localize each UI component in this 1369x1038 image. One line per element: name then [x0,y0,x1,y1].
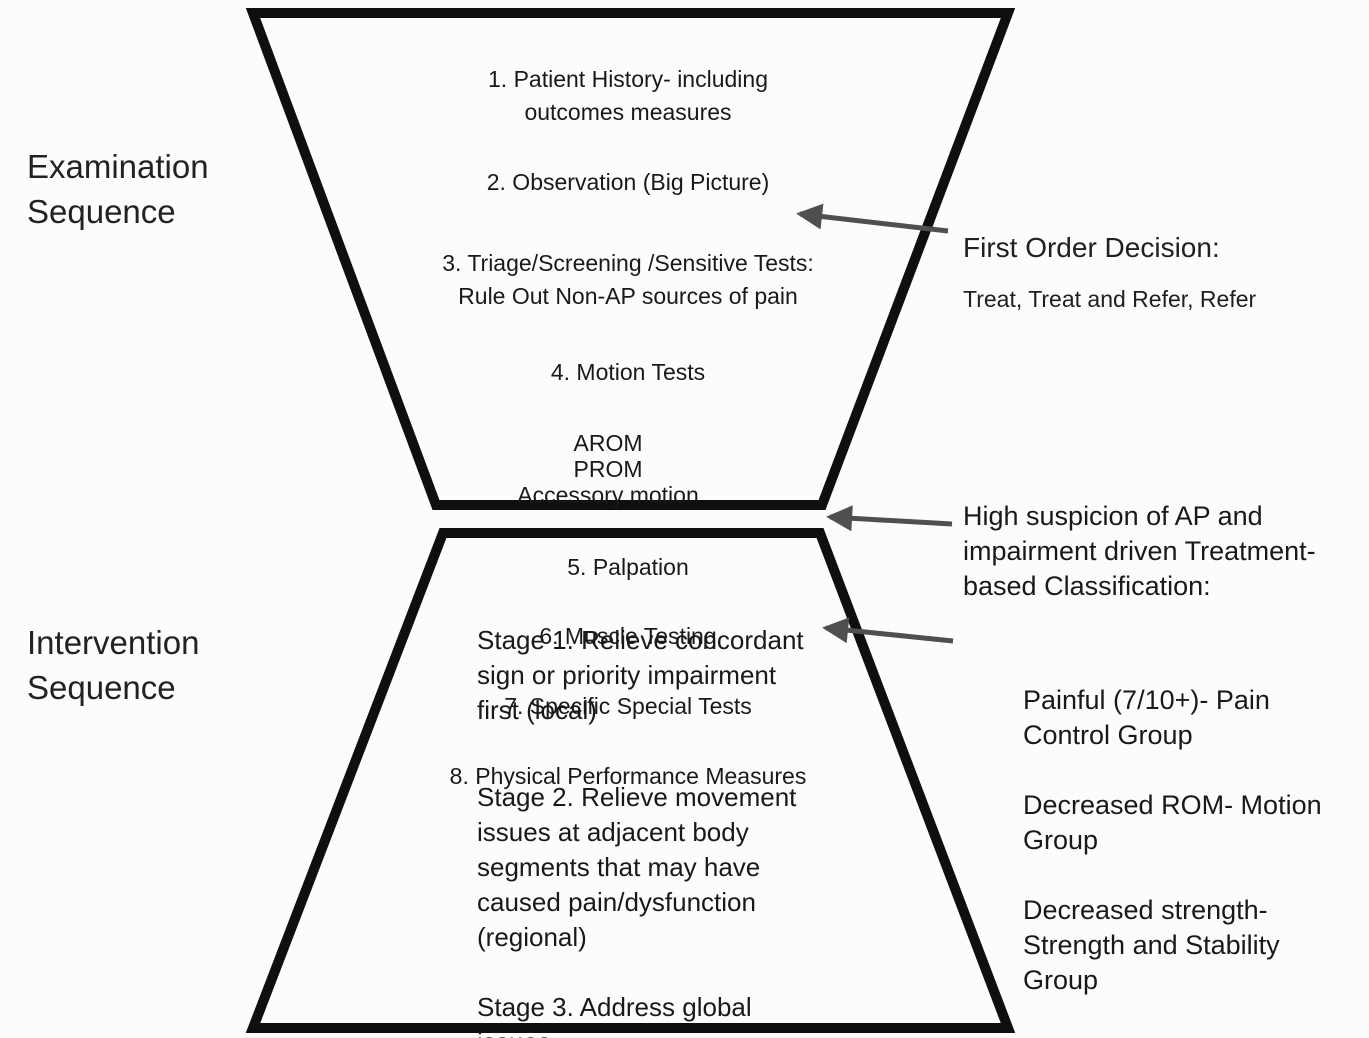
label-examination-sequence: Examination Sequence [27,148,209,230]
classification-note: High suspicion of AP and impairment driv… [963,464,1363,1038]
stage-one-arrow [822,617,954,644]
intervention-stage-list: Stage 1. Relieve concordant sign or prio… [477,588,827,1038]
exam-step-7: 7. Specific Special Tests [504,693,752,719]
first-order-title: First Order Decision: [963,232,1220,263]
examination-step-list: 1. Patient History- including outcomes m… [348,30,908,826]
motion-group: Decreased ROM- Motion Group [1023,790,1322,855]
motion-tests-detail: AROM PROM Accessory motion [517,430,699,508]
stage-2-text: Stage 2. Relieve movement issues at adja… [477,782,797,952]
strength-stability-group: Decreased strength- Strength and Stabili… [1023,895,1280,995]
stage-3-text: Stage 3. Address global issues (ex. Over… [477,992,752,1038]
first-order-detail: Treat, Treat and Refer, Refer [963,286,1257,312]
label-intervention-sequence: Intervention Sequence [27,624,200,706]
classification-arrow [826,505,953,532]
examination-funnel-shape [245,8,1016,510]
intervention-funnel-shape [245,528,1016,1033]
pain-control-group: Painful (7/10+)- Pain Control Group [1023,685,1270,750]
stage-1-text: Stage 1. Relieve concordant sign or prio… [477,625,804,725]
exam-step-5: 5. Palpation [567,554,689,580]
exam-step-3: 3. Triage/Screening /Sensitive Tests: Ru… [442,250,814,309]
exam-step-4: 4. Motion Tests [550,359,706,385]
first-order-decision-note: First Order Decision: Treat, Treat and R… [963,211,1363,332]
classification-intro: High suspicion of AP and impairment driv… [963,501,1316,601]
first-order-arrow [796,203,949,234]
exam-step-6: 6. Muscle Testing [539,623,717,649]
classification-group-list: Painful (7/10+)- Pain Control Group Decr… [963,648,1363,1033]
exam-step-8: 8. Physical Performance Measures [449,763,807,789]
exam-step-2: 2. Observation (Big Picture) [486,169,770,195]
exam-step-1: 1. Patient History- including outcomes m… [488,66,768,125]
